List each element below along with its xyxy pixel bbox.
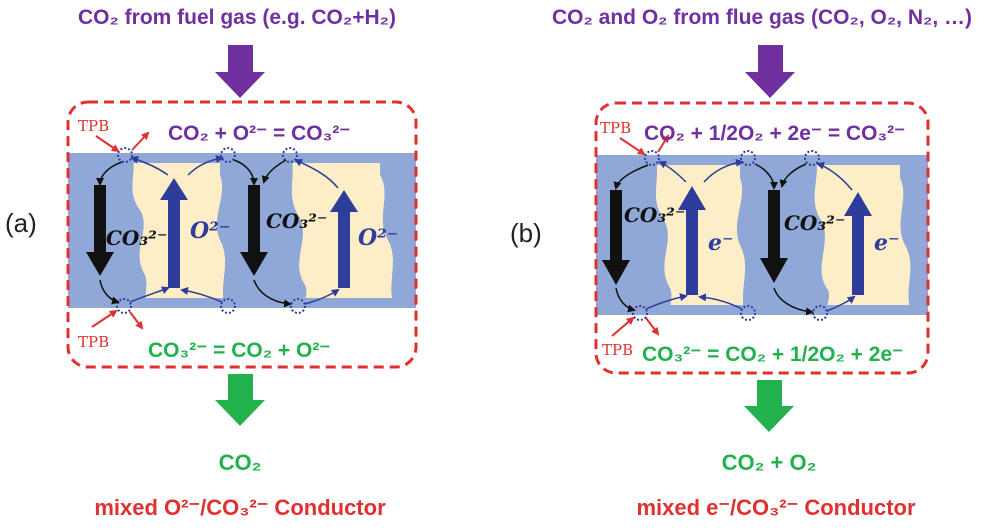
panel-a-tpb-top-2	[220, 147, 236, 163]
panel-b-tpb-bottom-1	[632, 305, 648, 321]
panel-a-tpb-bottom-2	[220, 298, 236, 314]
panel-a-output-label: CO₂	[219, 450, 262, 475]
panel-a-tpb-top-3	[282, 147, 298, 163]
panel-a-carbonate-flux-arrow-1	[86, 185, 114, 276]
panel-b-boundary	[594, 101, 930, 375]
panel-a-bottom-reaction: CO₃²⁻ = CO₂ + O²⁻	[148, 339, 330, 362]
panel-a-tpb-bottom-label: TPB	[78, 333, 109, 351]
panel-a-boundary	[66, 100, 418, 369]
panel-a-conductor-label: mixed O²⁻/CO₃²⁻ Conductor	[94, 495, 386, 520]
panel-b-tpb-bottom-2	[740, 305, 756, 321]
panel-a-tpb-top-label: TPB	[78, 117, 109, 135]
panel-a-oxide-label-1: O²⁻	[190, 218, 230, 244]
panel-b-tpb-bottom-pointer	[611, 316, 635, 337]
panel-b-conductor-label: mixed e⁻/CO₃²⁻ Conductor	[636, 495, 916, 520]
panel-a-tpb-top-pointer	[95, 135, 120, 153]
panel-a-tpb-bottom-1	[116, 298, 132, 314]
panel-b-tpb-top-label: TPB	[600, 119, 631, 137]
panel-b-tpb-top-2	[740, 150, 756, 166]
panel-b-output-label: CO₂ + O₂	[722, 450, 817, 475]
panel-b-carbonate-flux-arrow-1	[602, 190, 630, 285]
panel-b-electron-flux-arrow-1	[678, 186, 706, 295]
panel-a-flow-arrows	[96, 155, 340, 308]
panel-a-membrane	[68, 153, 416, 308]
panel-b-electron-label-1: e⁻	[708, 230, 734, 256]
panel-a-carbonate-grain-1	[68, 153, 150, 308]
panel-b-flow-arrows	[613, 158, 856, 316]
panel-a-output-arrow	[215, 374, 265, 426]
panel-a-oxide-flux-arrow-1	[160, 178, 188, 288]
panel-b-carbonate-grain-2	[736, 155, 830, 315]
panel-a-tpb-top-1	[117, 147, 133, 163]
panel-b-bottom-reaction: CO₃²⁻ = CO₂ + 1/2O₂ + 2e⁻	[642, 343, 903, 366]
panel-b-output-arrow	[744, 380, 794, 432]
panel-a-oxide-flux-arrow-2	[330, 190, 358, 288]
panel-a-oxide-label-2: O²⁻	[358, 225, 398, 251]
panel-b-tpb-bottom-label: TPB	[602, 341, 633, 359]
panel-a-carbonate-label-1: CO₃²⁻	[106, 226, 167, 250]
panel-a-carbonate-flux-arrow-2	[240, 185, 268, 276]
panel-b-electron-label-2: e⁻	[874, 230, 900, 256]
panel-b-input-label: CO₂ and O₂ from flue gas (CO₂, O₂, N₂, ……	[552, 6, 972, 29]
panel-b-carbonate-label-2: CO₃²⁻	[784, 211, 845, 235]
panel-b-carbonate-label-1: CO₃²⁻	[624, 203, 685, 227]
panel-a-tpb-bottom-pointer	[91, 309, 118, 328]
panel-a-input-arrow	[215, 45, 265, 98]
panel-b-carbonate-grain-3	[900, 155, 928, 315]
panel-a-input-label: CO₂ from fuel gas (e.g. CO₂+H₂)	[78, 6, 396, 29]
panel-a-carbonate-grain-3	[380, 153, 416, 308]
panel-b-tpb-top-pointer	[619, 137, 646, 156]
panel-b-carbonate-flux-arrow-2	[760, 190, 788, 283]
panel-a-carbonate-label-2: CO₃²⁻	[266, 209, 327, 233]
panel-a-top-reaction: CO₂ + O²⁻ = CO₃²⁻	[168, 122, 350, 145]
panel-a-carbonate-grain-2	[216, 153, 308, 308]
panel-b: CO₂ and O₂ from flue gas (CO₂, O₂, N₂, ……	[510, 6, 972, 520]
panel-b-label: (b)	[510, 218, 542, 248]
panel-b-top-reaction: CO₂ + 1/2O₂ + 2e⁻ = CO₃²⁻	[644, 122, 905, 145]
panel-b-input-arrow	[745, 45, 795, 98]
panel-b-electron-flux-arrow-2	[844, 192, 872, 295]
panel-a: CO₂ from fuel gas (e.g. CO₂+H₂) (a) CO₃²…	[5, 6, 418, 520]
panel-b-tpb-top-3	[804, 150, 820, 166]
panel-a-label: (a)	[5, 208, 37, 238]
panel-b-membrane	[596, 155, 928, 315]
panel-b-tpb-top-1	[644, 150, 660, 166]
